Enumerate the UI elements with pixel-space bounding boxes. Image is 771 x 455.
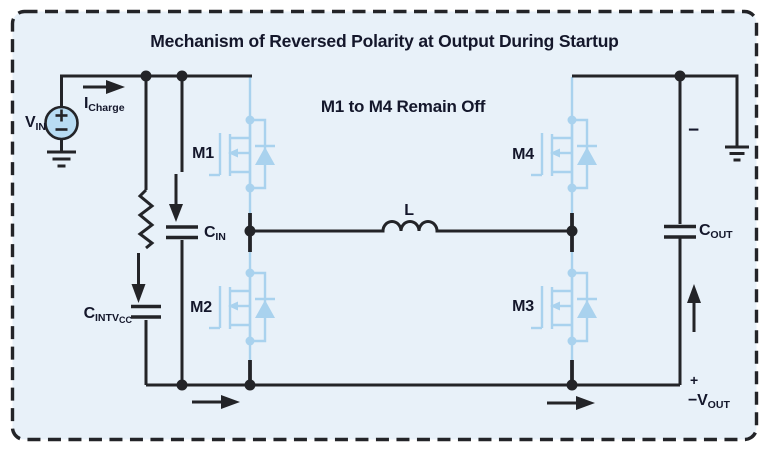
ground-symbol-left [47,150,76,168]
voltage-source-vin [44,105,79,151]
current-arrow-cintvcc-down [131,253,146,303]
label-cintvcc: CINTVCC [83,305,132,326]
capacitor-cintvcc-symbol [131,304,161,319]
annotation-mosfets-off: M1 to M4 Remain Off [320,97,486,116]
label-vin: VIN [24,114,46,133]
label-m3: M3 [512,298,534,315]
junction-dots [140,70,686,391]
label-m4: M4 [512,146,534,163]
current-arrow-bottom-right [547,396,595,410]
current-arrow-icharge [83,80,125,94]
label-cout: COUT [699,222,733,241]
ground-symbol-right [725,145,749,162]
main-wires [60,74,739,387]
current-arrow-cin-down [169,174,183,222]
current-arrow-cout-up [687,284,701,332]
label-icharge: ICharge [84,95,125,114]
inductor-symbol [250,220,572,233]
label-vout: −VOUT [688,392,730,411]
capacitor-cout-symbol [664,224,696,239]
label-inductor: L [404,202,414,219]
dashed-border [10,9,759,442]
label-m1: M1 [192,145,214,162]
label-output-minus: − [688,120,699,141]
label-output-plus: + [690,372,698,388]
diagram-title: Mechanism of Reversed Polarity at Output… [150,31,619,51]
capacitor-cin-symbol [166,225,198,240]
current-arrow-bottom-left [192,395,240,409]
label-m2: M2 [190,299,212,316]
label-cin: CIN [204,224,226,243]
